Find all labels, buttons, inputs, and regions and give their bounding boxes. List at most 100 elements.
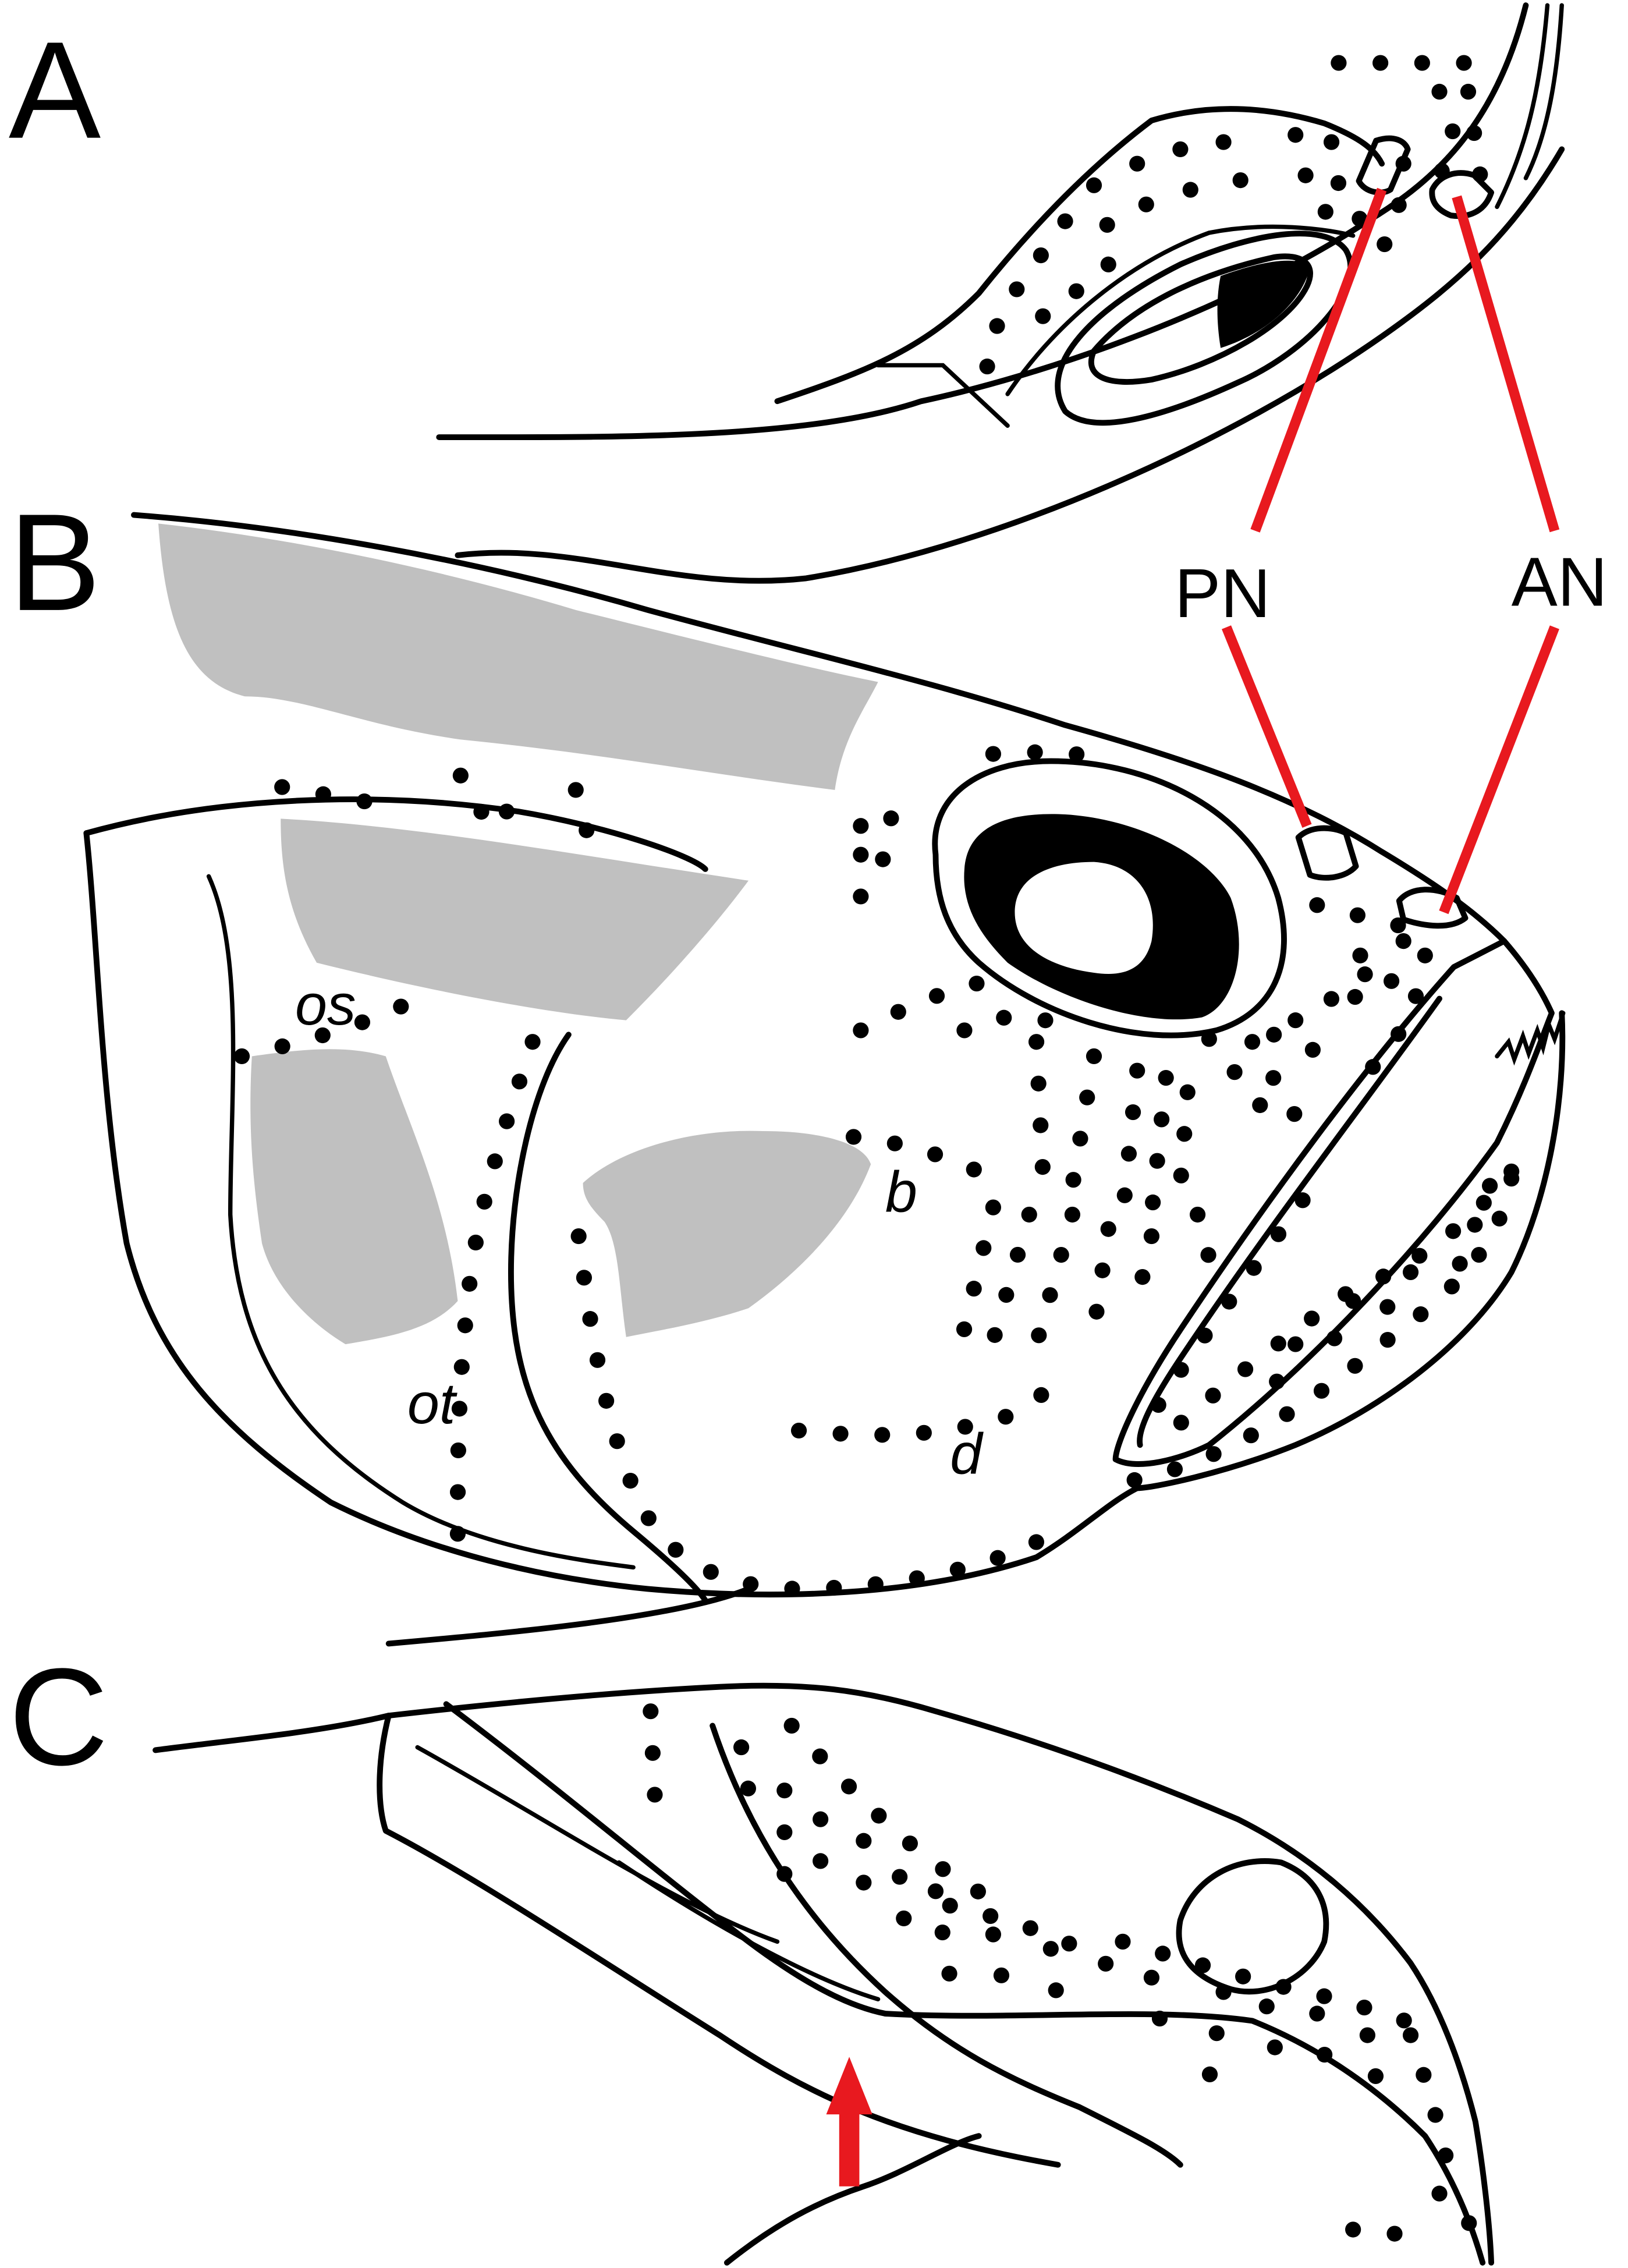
panel-b-body-profile — [83, 796, 708, 872]
panel-a-drawing: A — [9, 2, 1565, 584]
panel-a-snout-line-2 — [1523, 3, 1564, 180]
panel-a-anterior-nostril — [1429, 170, 1495, 219]
panel-c-pore-row — [1201, 1984, 1232, 2086]
an-leader-line-to-panel-a — [1452, 195, 1560, 533]
panel-b-pore-row — [274, 779, 389, 813]
panel-a-orbit — [1055, 231, 1354, 426]
panel-b-upper-jaw — [1112, 938, 1555, 1467]
panel-c-pore-row — [643, 1703, 663, 1806]
panel-b-pore-row — [1115, 1062, 1145, 1223]
panel-b-pore-row — [1374, 933, 1411, 1021]
panel-a-pore-row — [1431, 83, 1463, 186]
panel-c-arched-line — [710, 1723, 1183, 2168]
panel-c-pore-row — [1258, 1998, 1289, 2086]
panel-b-pore-row — [853, 798, 915, 892]
panel-b-posterior-nostril — [1295, 825, 1359, 881]
panel-b-pore-row — [1064, 1048, 1102, 1194]
panel-c-pore-row — [1345, 2221, 1433, 2245]
panel-a-snout-line — [1495, 3, 1550, 210]
pn-leader-line-to-panel-b — [1222, 625, 1312, 828]
panel-b-belly-line — [385, 1586, 751, 1647]
panel-b-head-outline — [83, 830, 1140, 1598]
panel-b-pore-row — [1345, 947, 1368, 1021]
panel-b-pore-row — [1244, 1034, 1311, 1136]
panel-b-letter: B — [9, 486, 101, 640]
panel-b-pore-row — [1129, 1228, 1160, 1309]
panel-b-pore-row — [845, 1129, 1001, 1187]
panel-a-pupil — [1217, 260, 1310, 348]
panel-b-pore-row — [1143, 1069, 1174, 1223]
panel-b-pore-row — [498, 803, 526, 849]
panel-c-jaw-profile — [882, 2011, 1486, 2266]
panel-a-pore-row — [1086, 177, 1124, 258]
panel-b-pore-row — [1086, 1221, 1116, 1338]
panel-b-pore-row — [1309, 897, 1411, 935]
canal-label-os: os — [295, 972, 356, 1037]
panel-b-pore-row — [1172, 1084, 1196, 1194]
panel-c-pore-row — [1309, 2005, 1340, 2101]
panel-b-dorsal-profile — [131, 512, 1508, 944]
panel-c-pore-row — [1431, 2185, 1484, 2238]
panel-c-pore-row — [733, 1739, 757, 1799]
panel-b-pore-row — [978, 1206, 1037, 1374]
panel-b-preopercle-edge — [508, 1032, 708, 1604]
panel-b-anterior-nostril — [1396, 887, 1469, 929]
panel-b-pore-row — [956, 1009, 1073, 1039]
panel-c-drawing: C — [9, 1640, 1495, 2266]
panel-b-orbit — [932, 758, 1287, 1039]
pn-label: PN — [1175, 555, 1271, 632]
panel-b-pore-row — [1028, 1034, 1052, 1194]
panel-c-pore-row — [1143, 1969, 1174, 2058]
panel-c-groove-2 — [616, 1860, 881, 2002]
panel-c-pore-row — [942, 1897, 1124, 1979]
panel-b-pore-row — [1352, 947, 1433, 1086]
panel-a-pore-row — [1006, 256, 1116, 352]
panel-b-shaded-area-preopercle — [583, 1131, 871, 1337]
panel-b-pore-row — [570, 1228, 1059, 1597]
panel-b-pore-row — [1189, 1206, 1217, 1266]
canal-label-b: b — [885, 1160, 917, 1224]
panel-a-pore-row — [1460, 83, 1491, 201]
panel-c-belly — [723, 2133, 982, 2266]
panel-b-pore-row — [1287, 955, 1383, 1029]
panel-a-pore-row — [1215, 134, 1261, 215]
panel-b-pore-row — [1122, 1171, 1520, 1489]
panel-c-letter: C — [9, 1640, 108, 1794]
panel-b-pore-row — [233, 990, 425, 1065]
panel-c-pore-row — [892, 1869, 915, 1957]
panel-a-posterior-nostril — [1356, 135, 1411, 196]
arrow-up-icon — [826, 2057, 872, 2187]
panel-b-shaded-area-upper — [281, 818, 749, 1020]
panel-c-pore-row — [783, 1717, 1016, 1914]
panel-b-pore-row — [449, 1034, 541, 1547]
panel-c-outline-upper — [152, 1682, 1495, 2266]
panel-b-pore-row — [949, 1199, 1001, 1367]
panel-c-pore-row — [1359, 2027, 1390, 2115]
panel-b-pore-row — [853, 969, 1016, 1039]
panel-b-pupil — [1015, 862, 1153, 974]
canal-label-d: d — [950, 1422, 984, 1486]
panel-a-body-margin — [455, 146, 1565, 584]
panel-a-head-outline — [436, 2, 1529, 441]
panel-a-ridge — [875, 363, 1010, 428]
panel-b-maxilla — [1137, 995, 1442, 1448]
panel-a-letter: A — [9, 13, 101, 168]
panel-a-pore-row — [1129, 155, 1160, 237]
an-label: AN — [1512, 544, 1608, 621]
panel-c-pore-row — [1042, 1941, 1066, 2015]
panel-b-pore-row — [1201, 1031, 1275, 1122]
panel-c-pore-row — [927, 1883, 958, 1986]
panel-a-pore-row — [978, 213, 1073, 381]
panel-c-outline-lower — [377, 1713, 1061, 2168]
panel-c-pore-row — [1115, 1933, 1448, 2043]
panel-a-eye — [1088, 253, 1313, 385]
panel-a-orbit-rim — [1005, 224, 1356, 396]
panel-c-pore-row — [985, 1926, 1016, 2015]
panel-b-pore-row — [1143, 1192, 1311, 1424]
panel-b-pore-row — [1172, 1163, 1520, 1431]
panel-b-opercle-edge — [206, 874, 636, 1570]
panel-b-pore-row — [452, 767, 498, 834]
panel-b-shaded-area-opercle — [250, 1049, 458, 1345]
an-leader-line-to-panel-b — [1439, 625, 1559, 915]
